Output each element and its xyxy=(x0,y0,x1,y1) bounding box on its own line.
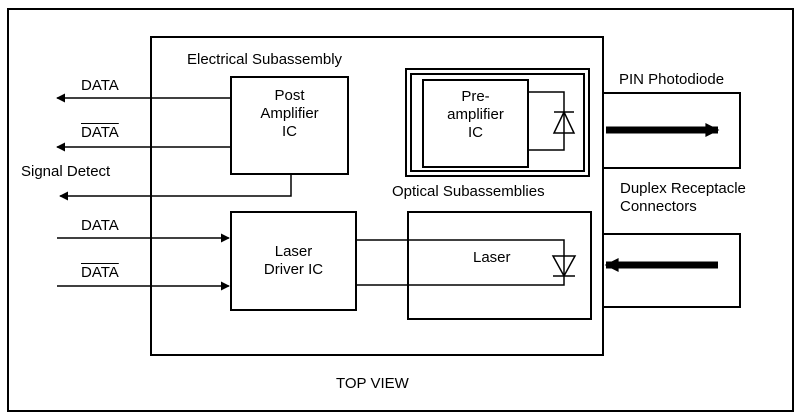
pre-amplifier-outer-box xyxy=(405,68,590,177)
signal-detect-line xyxy=(59,174,292,201)
data-in-label: DATA xyxy=(81,217,119,234)
pre-amplifier-ic-box xyxy=(422,79,529,168)
post-amplifier-box xyxy=(230,76,349,175)
pre-amplifier-label: Pre- amplifier IC xyxy=(447,88,504,141)
electrical-subassembly-label: Electrical Subassembly xyxy=(187,51,343,68)
post-amplifier-label: Post Amplifier IC xyxy=(260,87,319,140)
photodiode-symbol xyxy=(552,110,576,134)
pre-amplifier-inner-box xyxy=(410,73,585,172)
laser-diode-symbol xyxy=(551,255,577,278)
laser-subassembly-box xyxy=(407,211,592,320)
duplex-receptacle-label: Duplex Receptacle Connectors xyxy=(620,180,746,215)
laser-label: Laser xyxy=(473,249,511,266)
data-out-bar-label: DATA xyxy=(81,124,119,141)
top-view-label: TOP VIEW xyxy=(336,375,409,392)
signal-detect-label: Signal Detect xyxy=(21,163,111,180)
pin-photodiode-label: PIN Photodiode xyxy=(619,71,725,88)
laser-wiring xyxy=(356,239,565,286)
data-in-bar-label: DATA xyxy=(81,264,119,281)
laser-driver-box xyxy=(230,211,357,311)
outer-frame xyxy=(7,8,794,412)
pin-receptacle-box xyxy=(603,92,741,169)
laser-receptacle-box xyxy=(603,233,741,308)
data-out-label: DATA xyxy=(81,77,119,94)
laser-driver-label: Laser Driver IC xyxy=(263,243,324,278)
optical-subassemblies-label: Optical Subassemblies xyxy=(392,183,545,200)
photodiode-wiring xyxy=(528,91,565,151)
